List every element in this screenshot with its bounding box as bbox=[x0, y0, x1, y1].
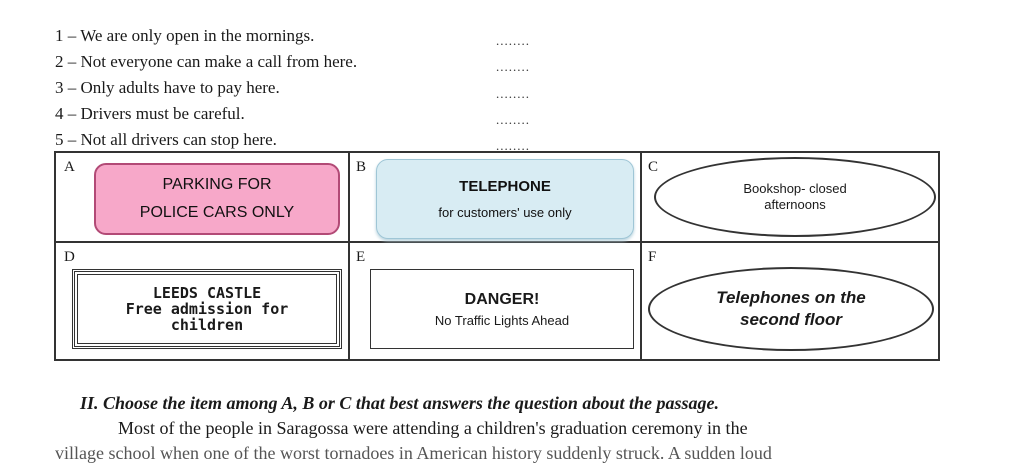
sign-e-line2: No Traffic Lights Ahead bbox=[434, 312, 570, 328]
answer-blank-2[interactable]: ........ bbox=[496, 59, 530, 74]
sign-cell-c: C Bookshop- closed afternoons bbox=[640, 153, 938, 241]
sign-c-line2: afternoons bbox=[764, 197, 826, 212]
sign-e-line1: DANGER! bbox=[464, 290, 540, 308]
question-2: 2 – Not everyone can make a call from he… bbox=[55, 52, 358, 71]
sign-cell-a: A PARKING FOR POLICE CARS ONLY bbox=[56, 153, 348, 241]
sign-letter-e: E bbox=[356, 249, 366, 265]
section-instruction: II. Choose the item among A, B or C that… bbox=[80, 393, 719, 413]
sign-a-police-parking: PARKING FOR POLICE CARS ONLY bbox=[94, 163, 340, 235]
sign-a-line2: POLICE CARS ONLY bbox=[139, 204, 295, 221]
question-5: 5 – Not all drivers can stop here. bbox=[55, 130, 277, 149]
sign-d-line2: Free admission for bbox=[125, 300, 289, 318]
sign-c-line1: Bookshop- closed bbox=[743, 181, 847, 196]
grid-divider bbox=[640, 153, 642, 359]
sign-letter-f: F bbox=[648, 249, 657, 265]
sign-f-telephones: Telephones on the second floor bbox=[648, 267, 934, 351]
sign-cell-d: D LEEDS CASTLE Free admission for childr… bbox=[56, 243, 348, 359]
sign-c-bookshop: Bookshop- closed afternoons bbox=[654, 157, 936, 237]
sign-b-line2: for customers' use only bbox=[438, 205, 572, 220]
question-1: 1 – We are only open in the mornings. bbox=[55, 26, 315, 45]
sign-d-leeds-castle: LEEDS CASTLE Free admission for children bbox=[72, 269, 342, 349]
grid-divider bbox=[348, 153, 350, 359]
sign-cell-e: E DANGER! No Traffic Lights Ahead bbox=[348, 243, 640, 359]
question-4: 4 – Drivers must be careful. bbox=[55, 104, 245, 123]
sign-b-line1: TELEPHONE bbox=[459, 178, 551, 195]
signs-grid: A PARKING FOR POLICE CARS ONLY B TELEPHO… bbox=[54, 151, 940, 361]
sign-letter-b: B bbox=[356, 159, 367, 175]
sign-e-danger: DANGER! No Traffic Lights Ahead bbox=[370, 269, 634, 349]
sign-f-line2: second floor bbox=[739, 310, 842, 329]
grid-divider bbox=[56, 241, 938, 243]
answer-blank-3[interactable]: ........ bbox=[496, 86, 530, 101]
question-3: 3 – Only adults have to pay here. bbox=[55, 78, 280, 97]
answer-blank-4[interactable]: ........ bbox=[496, 112, 530, 127]
sign-b-telephone: TELEPHONE for customers' use only bbox=[376, 159, 634, 239]
answer-blank-5[interactable]: ........ bbox=[496, 138, 530, 153]
sign-d-line1: LEEDS CASTLE bbox=[152, 284, 262, 302]
sign-cell-b: B TELEPHONE for customers' use only bbox=[348, 153, 640, 241]
sign-d-line3: children bbox=[170, 316, 244, 334]
passage-line-1: Most of the people in Saragossa were att… bbox=[118, 418, 748, 438]
sign-cell-f: F Telephones on the second floor bbox=[640, 243, 938, 359]
passage-line-2: village school when one of the worst tor… bbox=[55, 443, 772, 463]
answer-blank-1[interactable]: ........ bbox=[496, 33, 530, 48]
sign-letter-d: D bbox=[64, 249, 75, 265]
sign-letter-c: C bbox=[648, 159, 659, 175]
sign-letter-a: A bbox=[64, 159, 75, 175]
sign-a-line1: PARKING FOR bbox=[162, 176, 272, 193]
sign-f-line1: Telephones on the bbox=[716, 288, 866, 307]
